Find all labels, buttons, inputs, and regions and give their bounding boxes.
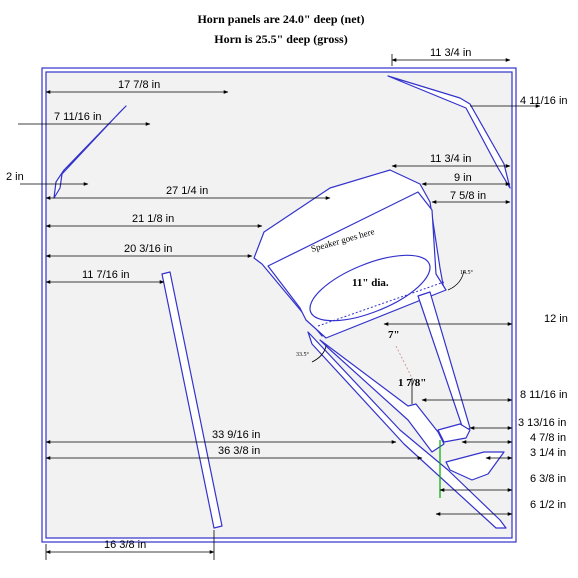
horn-mouth	[267, 191, 447, 339]
diagonal-board	[307, 331, 507, 529]
dim-33-916: 33 9/16 in	[212, 429, 260, 441]
dim-9: 9 in	[454, 172, 472, 184]
dim-6-38: 6 3/8 in	[530, 473, 566, 485]
horn-lower-panel	[319, 339, 445, 453]
diameter-label: 11" dia.	[352, 277, 389, 289]
angle-14-5-label: 14.5°	[460, 269, 474, 276]
dim-8-1116: 8 11/16 in	[520, 389, 568, 401]
dim-4-78: 4 7/8 in	[530, 432, 566, 444]
dim-7-1116: 7 11/16 in	[54, 111, 102, 123]
one-78-label: 1 7/8"	[398, 377, 426, 389]
dim-20-316: 20 3/16 in	[124, 243, 172, 255]
dim-4-1116: 4 11/16 in	[520, 95, 568, 107]
angle-33-5-label: 33.5°	[296, 351, 310, 358]
dim-6-12: 6 1/2 in	[530, 499, 566, 511]
speaker-oval	[309, 254, 431, 322]
dim-7-58: 7 5/8 in	[450, 190, 486, 202]
dim-36-38: 36 3/8 in	[218, 445, 260, 457]
cabinet-outer	[41, 67, 517, 543]
dim-12: 12 in	[544, 313, 568, 325]
dim-21-18: 21 1/8 in	[132, 213, 174, 225]
corner-panel-top-left	[53, 105, 127, 199]
dim-11-34-top: 11 3/4 in	[430, 47, 471, 59]
dim-16-38: 16 3/8 in	[104, 539, 146, 551]
dim-3-14: 3 1/4 in	[530, 447, 566, 459]
title-gross-depth: Horn is 25.5" deep (gross)	[214, 32, 348, 46]
dim-11-716: 11 7/16 in	[82, 269, 130, 281]
dim-11-34-mid: 11 3/4 in	[430, 153, 471, 165]
title-net-depth: Horn panels are 24.0" deep (net)	[197, 12, 365, 26]
dim-27-14: 27 1/4 in	[166, 185, 208, 197]
throat-block	[437, 423, 471, 443]
seven-inch-label: 7"	[388, 329, 400, 341]
dim-3-1316: 3 13/16 in	[518, 417, 566, 429]
dim-2: 2 in	[6, 171, 24, 183]
dim-17-78: 17 7/8 in	[118, 79, 160, 91]
corner-panel-top-right	[387, 75, 511, 189]
